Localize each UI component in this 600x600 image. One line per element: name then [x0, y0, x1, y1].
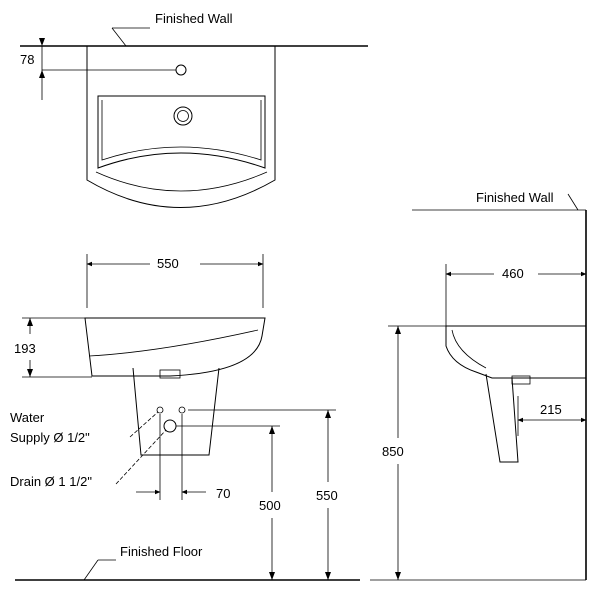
tap-hole — [175, 64, 187, 76]
water-supply-leader — [129, 411, 159, 438]
dim-550h-arrow-top — [325, 410, 331, 418]
drain-label: Drain Ø 1 1/2" — [10, 474, 92, 489]
basin-bowl-plan — [97, 95, 266, 169]
dim-550-width-label: 550 — [157, 256, 179, 271]
dim-193-arrow-top — [27, 318, 33, 326]
finished-floor-label: Finished Floor — [120, 544, 203, 559]
dim-193-arrow-bottom — [27, 369, 33, 377]
dim-215-label: 215 — [540, 402, 562, 417]
drain-leader — [115, 429, 167, 485]
basin-bowl-inner-plan — [101, 100, 262, 161]
pedestal-front — [132, 367, 220, 456]
finished-wall-label-side: Finished Wall — [476, 190, 554, 205]
dim-500-label: 500 — [259, 498, 281, 513]
basin-rim-front-plan — [95, 171, 268, 192]
finished-floor-leader — [83, 559, 99, 581]
dim-500-arrow-bottom — [269, 572, 275, 580]
dim-460-label: 460 — [502, 266, 524, 281]
water-supply-label-line2: Supply Ø 1/2" — [10, 430, 90, 445]
water-supply-point-right — [178, 406, 186, 414]
finished-wall-leader-top — [111, 27, 127, 47]
plan-view: Finished Wall 78 — [20, 11, 368, 208]
drain-hole-plan-inner — [177, 110, 189, 122]
dim-500-arrow-top — [269, 426, 275, 434]
dim-78-arrow-top — [39, 38, 45, 46]
dim-550-height-label: 550 — [316, 488, 338, 503]
dim-78-label: 78 — [20, 52, 34, 67]
dim-193-label: 193 — [14, 341, 36, 356]
basin-front-outline — [84, 317, 266, 377]
drain-hole-plan-outer — [173, 106, 193, 126]
basin-side-profile — [445, 325, 586, 379]
dim-78-arrow-bottom — [39, 70, 45, 78]
basin-side-contour — [451, 329, 487, 369]
dim-850-arrow-top — [395, 326, 401, 334]
dim-550h-arrow-bottom — [325, 572, 331, 580]
basin-outline-plan — [86, 46, 276, 208]
basin-side-tab — [511, 375, 531, 385]
finished-wall-label-top: Finished Wall — [155, 11, 233, 26]
dim-850-label: 850 — [382, 444, 404, 459]
finished-wall-leader-tick-side — [567, 193, 579, 211]
side-view: Finished Wall 460 215 850 — [370, 190, 587, 581]
water-supply-label-line1: Water — [10, 410, 45, 425]
water-supply-point-left — [156, 406, 164, 414]
front-view: 550 193 Water Supply Ø 1/2" Drain Ø 1 1/… — [10, 254, 360, 581]
dim-70-label: 70 — [216, 486, 230, 501]
basin-front-contour — [88, 329, 259, 357]
basin-front-tab — [159, 369, 181, 379]
dim-850-arrow-bottom — [395, 572, 401, 580]
pedestal-side — [485, 373, 519, 463]
